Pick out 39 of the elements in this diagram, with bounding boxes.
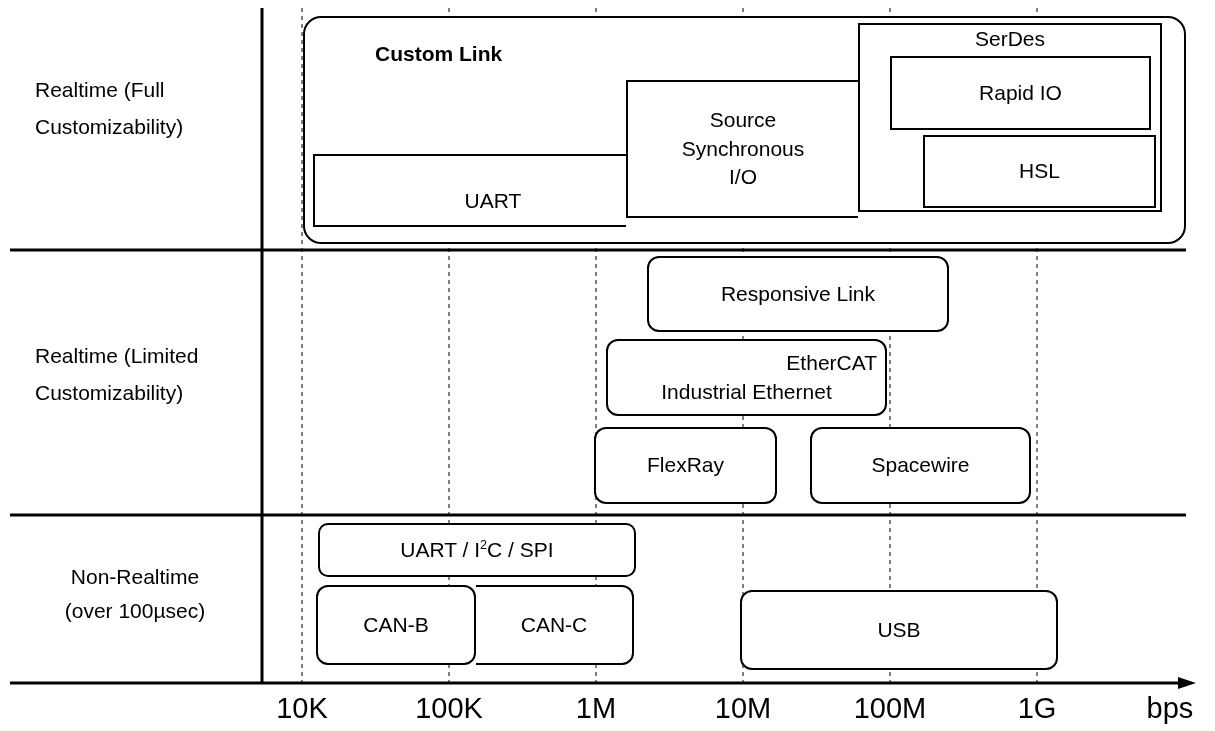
node-label: CAN-C [520, 611, 588, 638]
rounded-box [606, 339, 887, 416]
box [626, 80, 858, 218]
node-label: CAN-B [363, 611, 429, 638]
node-label: SerDes [975, 26, 1045, 52]
node-label: Spacewire [871, 452, 970, 479]
axis-tick-label: 1M [574, 691, 618, 726]
node-label: UART / I$^{2}$C / SPI [400, 536, 554, 563]
rounded-box [810, 427, 1031, 504]
rounded-box [318, 523, 636, 577]
row-label: Non-Realtime (over 100µsec) [63, 564, 207, 624]
node-label: EtherCAT [786, 350, 877, 377]
box [313, 154, 626, 227]
axis-tick-label: 100K [414, 691, 484, 726]
axis-tick-label: bps [1145, 691, 1195, 726]
rounded-box [476, 585, 634, 665]
node-label: HSL [1019, 158, 1060, 185]
box [890, 56, 1151, 130]
rounded-box [303, 16, 1186, 244]
node-label: USB [877, 616, 921, 643]
rounded-box [316, 585, 476, 665]
group-title: Custom Link [375, 41, 503, 67]
node-label: Responsive Link [720, 280, 876, 307]
rounded-box [594, 427, 777, 504]
node-label: Industrial Ethernet [661, 378, 832, 405]
node-label: FlexRay [647, 452, 724, 479]
axis-tick-label: 100M [852, 691, 928, 726]
node-label: UART [464, 187, 522, 214]
rounded-box [740, 590, 1058, 670]
node-label: Rapid IO [979, 79, 1062, 106]
rounded-box [647, 256, 949, 332]
axis-tick-label: 1G [1016, 691, 1058, 726]
box [923, 135, 1156, 208]
row-label: Realtime (Limited Customizability) [35, 343, 200, 406]
box [858, 23, 1162, 212]
axis-tick-label: 10M [713, 691, 773, 726]
row-label: Realtime (Full Customizability) [35, 77, 185, 140]
axis-tick-label: 10K [275, 691, 329, 726]
node-label: Source Synchronous I/O [680, 107, 806, 191]
